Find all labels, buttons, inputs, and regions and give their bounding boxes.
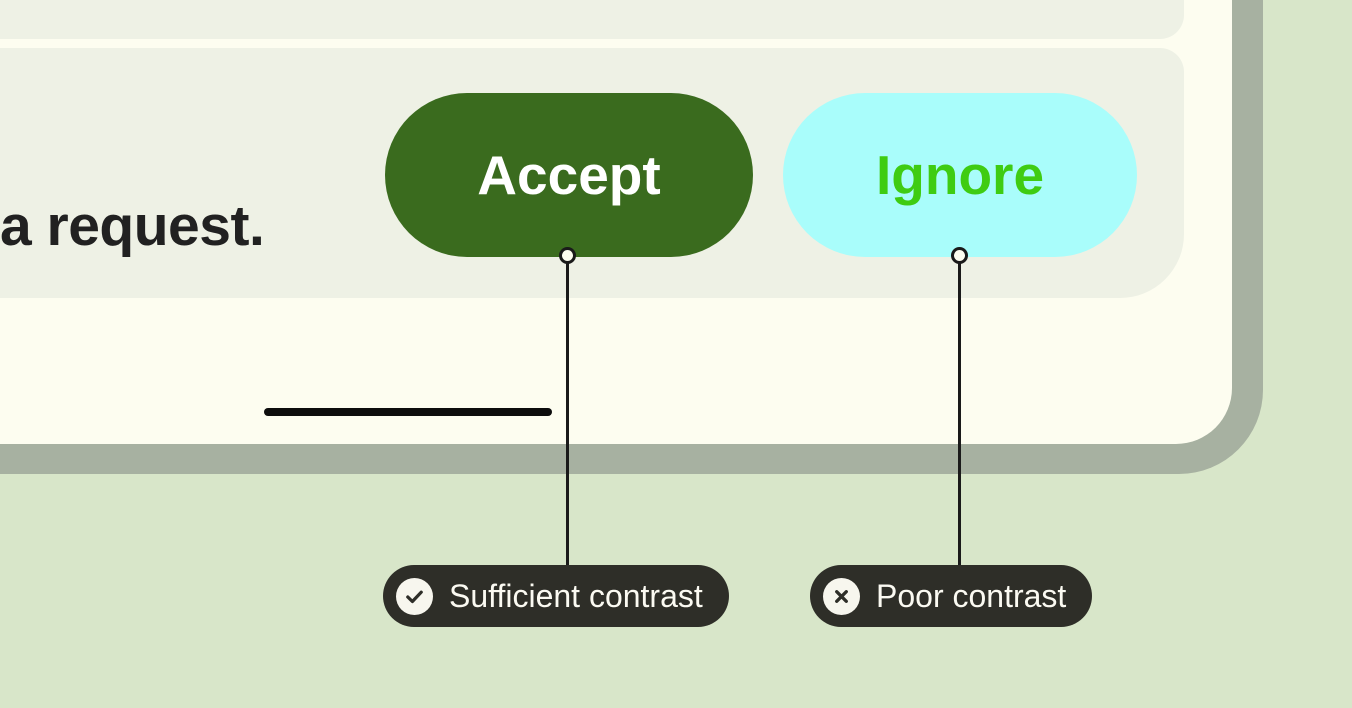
annotation-badge-poor-contrast: Poor contrast xyxy=(810,565,1093,627)
message-card: a request. Accept Ignore xyxy=(0,48,1184,298)
accept-button[interactable]: Accept xyxy=(385,93,753,257)
x-icon xyxy=(823,577,860,615)
list-card-partial xyxy=(0,0,1184,39)
ignore-button[interactable]: Ignore xyxy=(783,93,1137,257)
annotation-badge-sufficient-contrast: Sufficient contrast xyxy=(383,565,729,627)
annotation-label: Poor contrast xyxy=(876,578,1067,614)
phone-bezel: a request. Accept Ignore xyxy=(0,0,1263,474)
message-text: a request. xyxy=(0,194,265,258)
check-icon xyxy=(396,577,433,615)
callout-anchor-ignore xyxy=(951,247,968,264)
home-indicator xyxy=(264,408,552,416)
callout-anchor-accept xyxy=(559,247,576,264)
phone-screen: a request. Accept Ignore xyxy=(0,0,1232,444)
callout-line-accept xyxy=(566,256,569,566)
callout-line-ignore xyxy=(958,256,961,566)
annotation-label: Sufficient contrast xyxy=(449,578,703,614)
